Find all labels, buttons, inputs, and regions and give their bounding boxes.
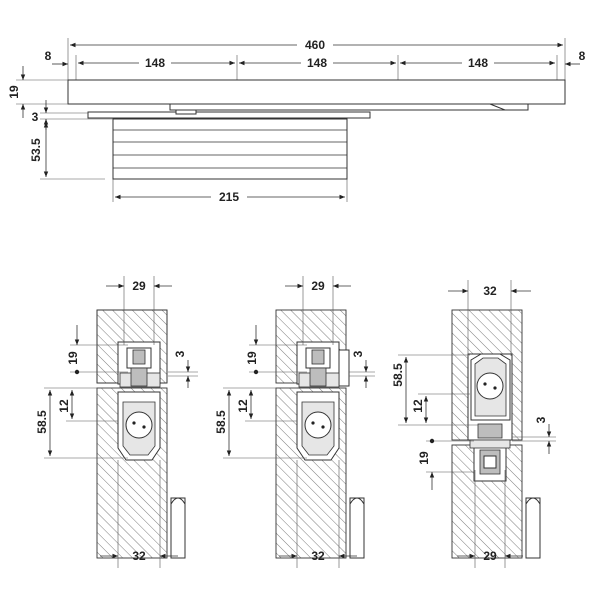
section-2-height-19: 19 xyxy=(245,351,259,365)
dim-rail-height: 19 xyxy=(7,85,21,99)
dim-end-left: 8 xyxy=(45,49,52,63)
section-3-bottom-width: 29 xyxy=(483,549,497,563)
slider-plate xyxy=(169,103,529,111)
mounting-plate xyxy=(87,111,371,119)
dim-body-height: 53.5 xyxy=(29,138,43,162)
section-2-gap: 3 xyxy=(351,350,365,357)
section-1-height-58-5: 58.5 xyxy=(35,410,49,434)
section-1-height-12: 12 xyxy=(57,399,71,413)
section-1-gap: 3 xyxy=(173,350,187,357)
section-1: 29 19 3 58.5 12 32 xyxy=(35,276,198,568)
section-3-top-width: 32 xyxy=(483,284,497,298)
section-2-height-12: 12 xyxy=(236,399,250,413)
closer-body xyxy=(112,118,348,180)
section-1-top-width: 29 xyxy=(132,279,146,293)
section-2: 29 19 3 58.5 12 32 xyxy=(214,276,375,568)
dim-gap: 3 xyxy=(32,110,39,124)
top-view: 460 8 8 148 148 148 xyxy=(7,37,586,204)
dim-end-right: 8 xyxy=(579,49,586,63)
section-3-height-12: 12 xyxy=(411,399,425,413)
section-3-height-19: 19 xyxy=(417,451,431,465)
section-3: 32 58.5 12 3 19 29 xyxy=(391,280,556,568)
dim-body-length: 215 xyxy=(219,190,239,204)
rail xyxy=(67,79,566,105)
section-2-top-width: 29 xyxy=(311,279,325,293)
section-1-bottom-width: 32 xyxy=(132,549,146,563)
dim-segment-b: 148 xyxy=(307,56,327,70)
section-3-gap: 3 xyxy=(534,416,548,423)
dim-overall-length: 460 xyxy=(305,38,325,52)
dim-segment-c: 148 xyxy=(468,56,488,70)
section-1-height-19: 19 xyxy=(66,351,80,365)
dim-segment-a: 148 xyxy=(145,56,165,70)
section-2-bottom-width: 32 xyxy=(311,549,325,563)
section-2-height-58-5: 58.5 xyxy=(214,410,228,434)
section-3-height-58-5: 58.5 xyxy=(391,363,405,387)
